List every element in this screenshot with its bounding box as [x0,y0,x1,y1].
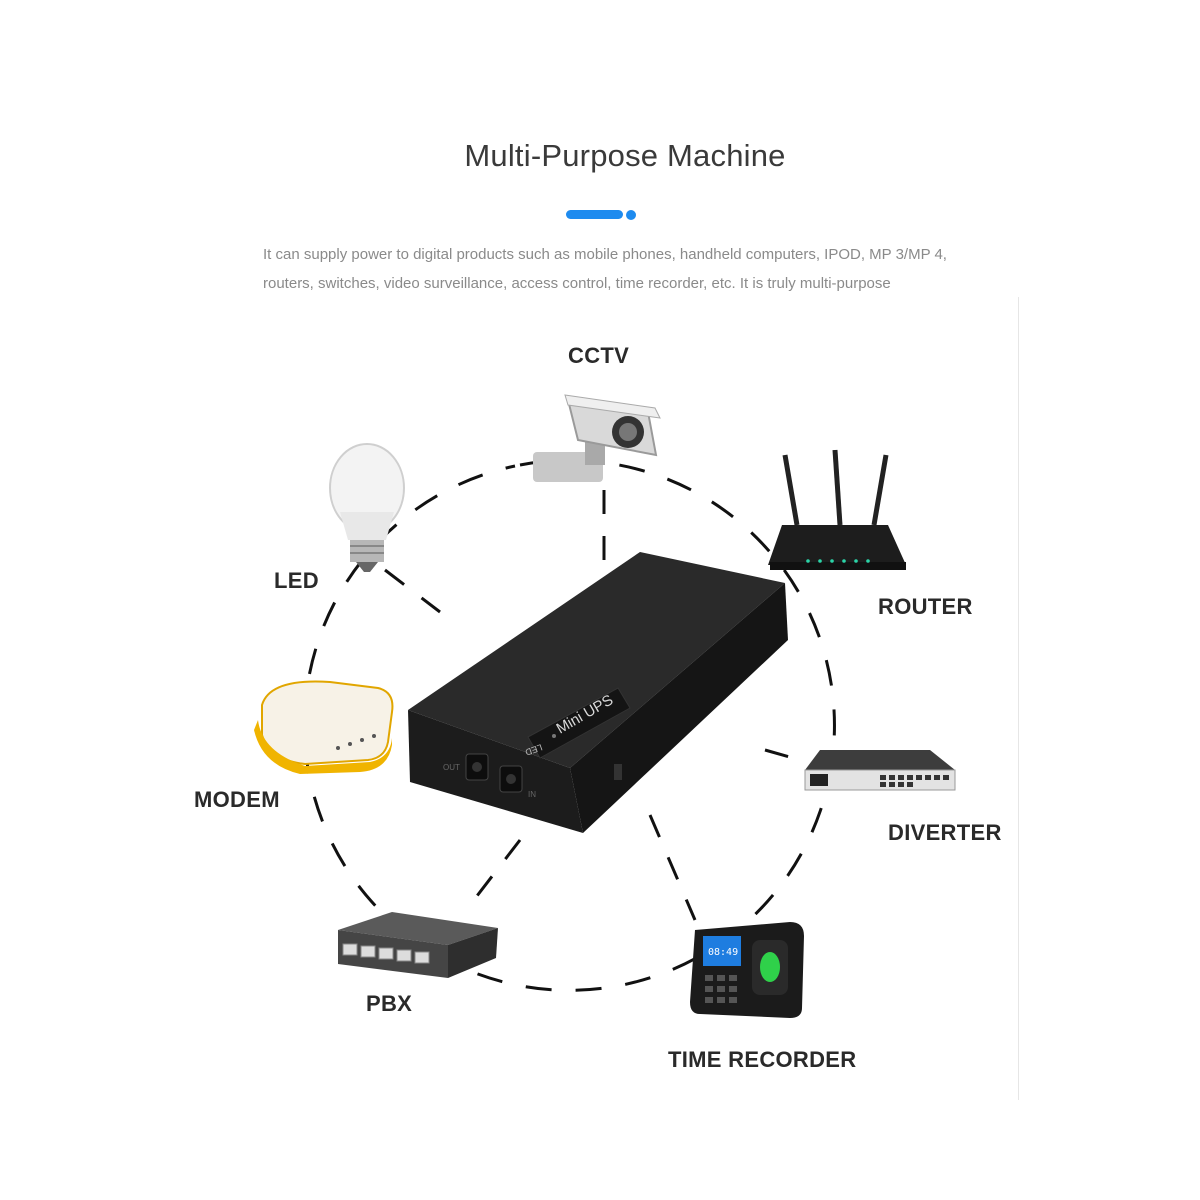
fingerprint-time-clock-icon: 08:49 [690,922,804,1018]
label-time-recorder: TIME RECORDER [668,1047,857,1072]
description-line-1: It can supply power to digital products … [263,246,947,263]
description: It can supply power to digital products … [263,240,963,298]
network-switch-icon [804,750,956,791]
port-out-label: OUT [443,763,460,772]
svg-text:08:49: 08:49 [708,947,738,958]
ethernet-switch-icon [338,912,498,978]
label-router: ROUTER [878,594,973,619]
wifi-router-icon [768,449,906,570]
modem-icon [254,680,394,774]
label-cctv: CCTV [568,343,630,368]
description-line-2: routers, switches, video surveillance, a… [263,275,891,292]
divider-line [1018,297,1019,1100]
light-bulb-icon [329,443,405,572]
cctv-camera-icon [533,394,661,482]
dashed-ring [302,458,836,992]
title-accent-bar [566,210,623,219]
label-led: LED [274,568,319,593]
label-modem: MODEM [194,787,280,812]
title-accent-dot [626,210,636,220]
label-diverter: DIVERTER [888,820,1002,845]
mini-ups-box-icon: Mini UPS LED OUT IN [408,552,788,833]
page-title: Multi-Purpose Machine [464,138,786,173]
port-in-label: IN [528,790,536,799]
label-pbx: PBX [366,991,413,1016]
dashed-spokes [384,490,801,921]
